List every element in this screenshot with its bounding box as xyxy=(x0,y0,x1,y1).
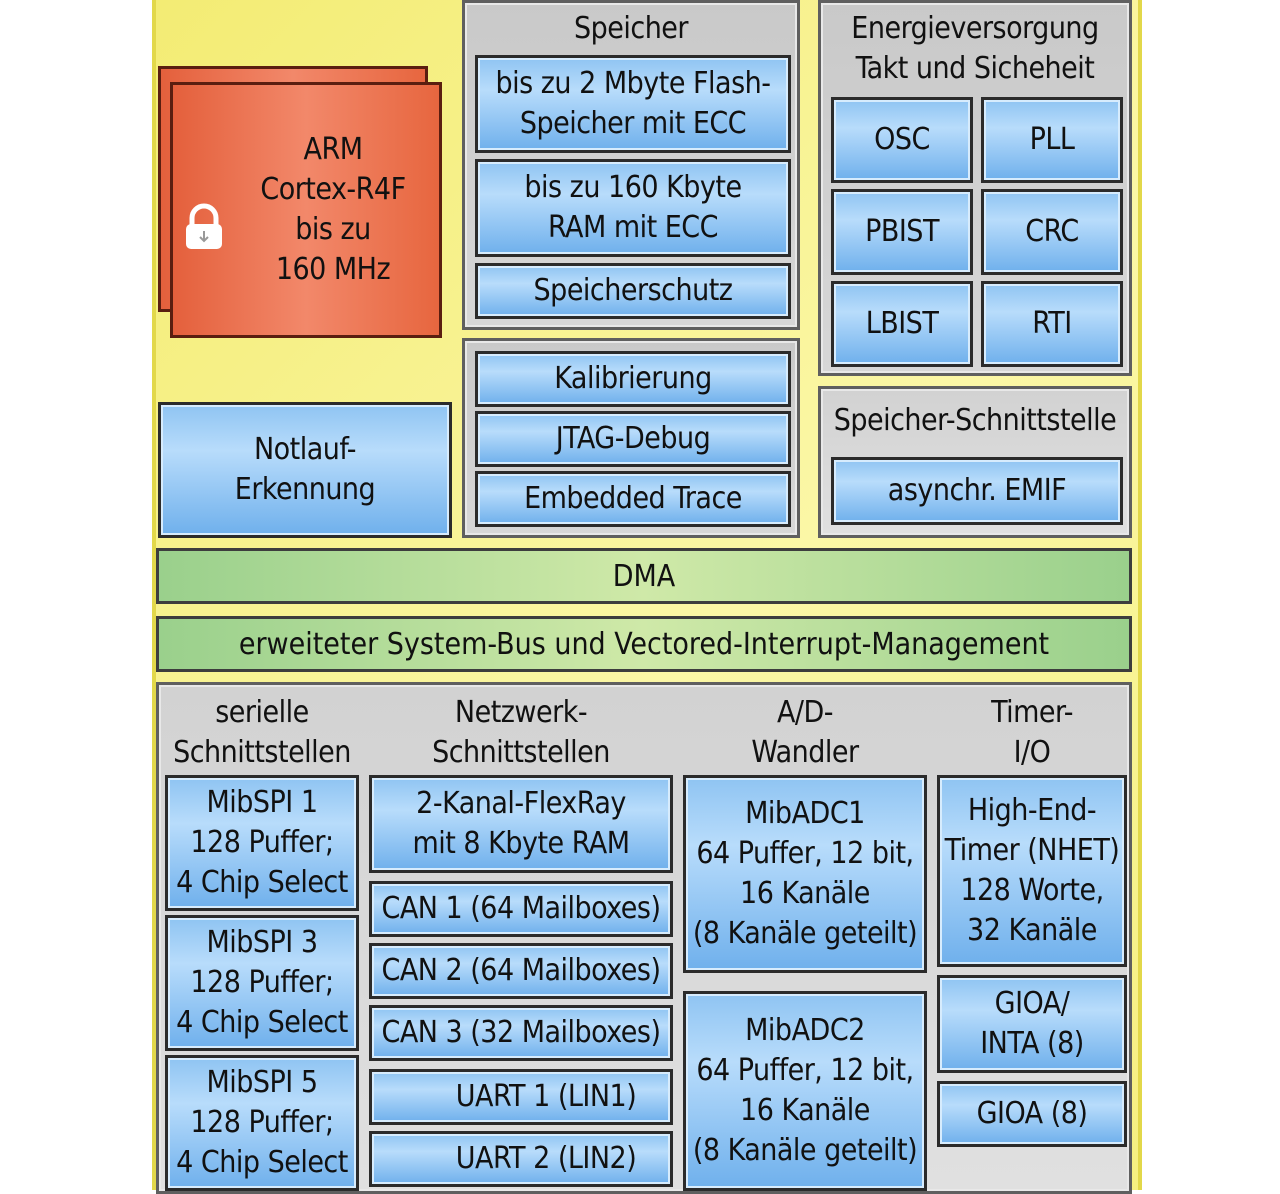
peripherals-panel: serielle Schnittstellen MibSPI 1 128 Puf… xyxy=(156,682,1132,1194)
lbist-block: LBIST xyxy=(831,281,973,367)
can2-block: CAN 2 (64 Mailboxes) xyxy=(369,943,673,999)
pbist-block: PBIST xyxy=(831,189,973,275)
mibadc2-block: MibADC2 64 Puffer, 12 bit, 16 Kanäle (8 … xyxy=(683,991,927,1191)
emif-block: asynchr. EMIF xyxy=(831,457,1123,525)
crc-block: CRC xyxy=(981,189,1123,275)
ram-block: bis zu 160 Kbyte RAM mit ECC xyxy=(475,159,791,257)
memory-protection-block: Speicherschutz xyxy=(475,263,791,319)
serial-interfaces-title: serielle Schnittstellen xyxy=(173,695,351,770)
network-interfaces-title: Netzwerk- Schnittstellen xyxy=(432,695,610,770)
error-detection-block: Notlauf- Erkennung xyxy=(158,402,452,538)
power-title: Energieversorgung Takt und Sicheheit xyxy=(851,11,1099,86)
pll-block: PLL xyxy=(981,97,1123,183)
system-bus-bar: erweiteter System-Bus und Vectored-Inter… xyxy=(156,616,1132,672)
lock-icon xyxy=(181,203,227,251)
mibadc1-block: MibADC1 64 Puffer, 12 bit, 16 Kanäle (8 … xyxy=(683,775,927,973)
calibration-block: Kalibrierung xyxy=(475,351,791,407)
can3-block: CAN 3 (32 Mailboxes) xyxy=(369,1005,673,1061)
gioa-inta-block: GIOA/ INTA (8) xyxy=(937,975,1127,1073)
uart1-block: UART 1 (LIN1) xyxy=(369,1069,673,1125)
nhet-block: High-End- Timer (NHET) 128 Worte, 32 Kan… xyxy=(937,775,1127,967)
debug-panel: Kalibrierung JTAG-Debug Embedded Trace xyxy=(462,338,800,538)
gioa-block: GIOA (8) xyxy=(937,1081,1127,1147)
memory-panel: Speicher bis zu 2 Mbyte Flash- Speicher … xyxy=(462,0,800,330)
jtag-debug-block: JTAG-Debug xyxy=(475,411,791,467)
power-clock-panel: Energieversorgung Takt und Sicheheit OSC… xyxy=(818,0,1132,376)
memory-interface-title: Speicher-Schnittstelle xyxy=(833,403,1117,438)
can1-block: CAN 1 (64 Mailboxes) xyxy=(369,881,673,937)
mibspi3-block: MibSPI 3 128 Puffer; 4 Chip Select xyxy=(165,915,359,1051)
dma-bar: DMA xyxy=(156,548,1132,604)
osc-block: OSC xyxy=(831,97,973,183)
adc-title: A/D- Wandler xyxy=(751,695,859,770)
mibspi1-block: MibSPI 1 128 Puffer; 4 Chip Select xyxy=(165,775,359,911)
cpu-core: ARM Cortex-R4F bis zu 160 MHz xyxy=(170,82,442,338)
memory-title: Speicher xyxy=(573,11,689,46)
cpu-label: ARM Cortex-R4F bis zu 160 MHz xyxy=(260,132,406,287)
memory-interface-panel: Speicher-Schnittstelle asynchr. EMIF xyxy=(818,386,1132,538)
flash-memory-block: bis zu 2 Mbyte Flash- Speicher mit ECC xyxy=(475,55,791,153)
timer-io-title: Timer- I/O xyxy=(991,695,1073,770)
uart2-block: UART 2 (LIN2) xyxy=(369,1131,673,1187)
embedded-trace-block: Embedded Trace xyxy=(475,471,791,527)
rti-block: RTI xyxy=(981,281,1123,367)
flexray-block: 2-Kanal-FlexRay mit 8 Kbyte RAM xyxy=(369,775,673,873)
mibspi5-block: MibSPI 5 128 Puffer; 4 Chip Select xyxy=(165,1055,359,1191)
